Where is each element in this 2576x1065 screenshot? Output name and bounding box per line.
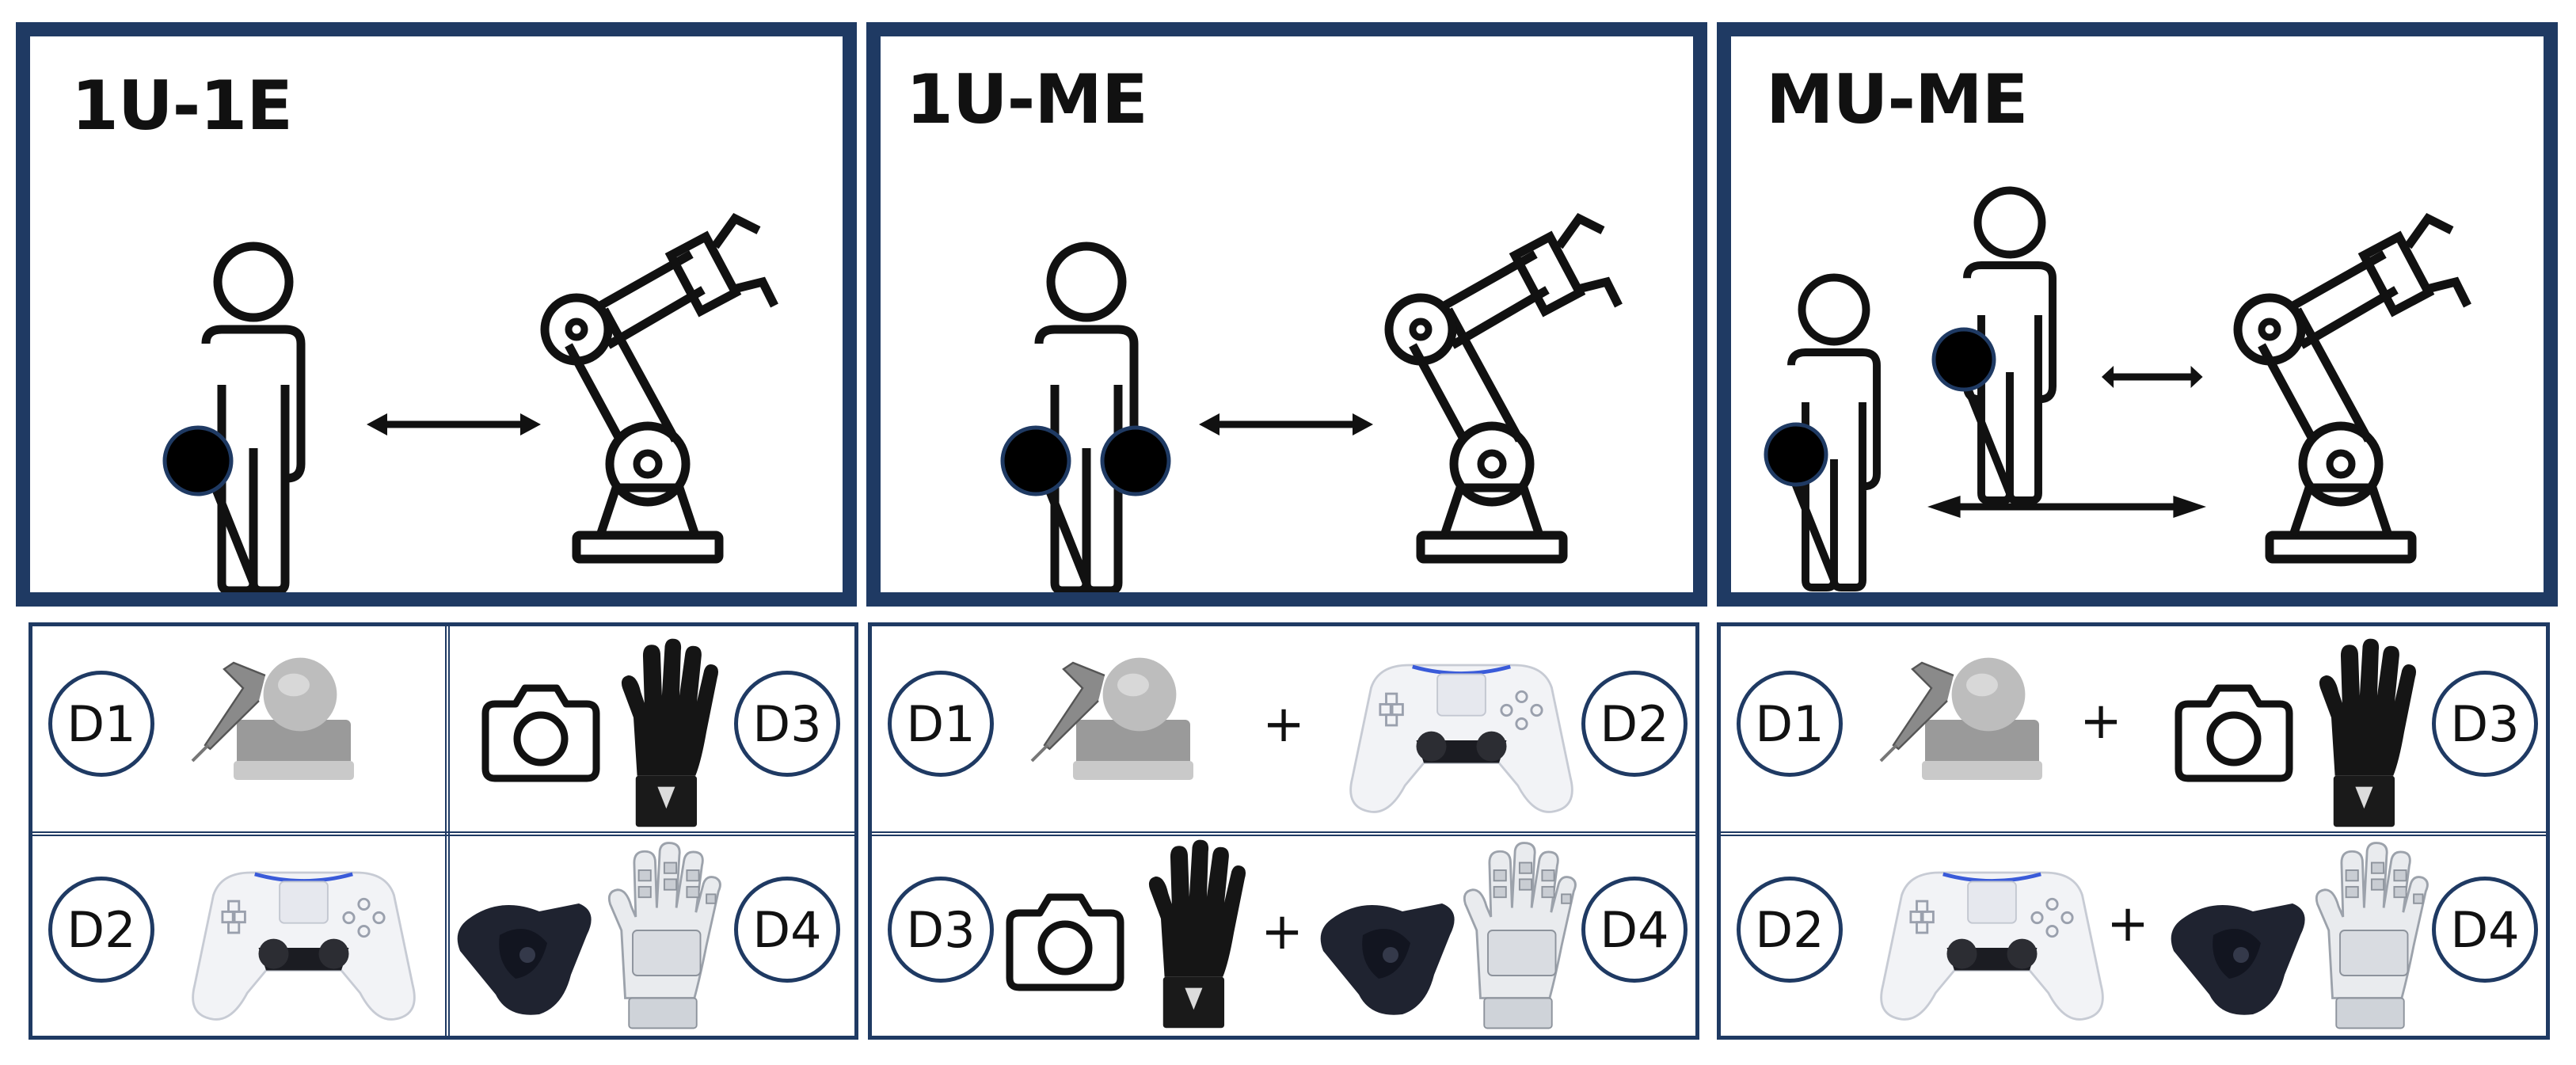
badge-d3: D3 xyxy=(888,877,994,983)
user-icon xyxy=(1039,246,1134,591)
plus-sign: + xyxy=(1261,903,1303,961)
bidirectional-arrow-icon xyxy=(2102,366,2203,388)
haptic-device-icon xyxy=(1022,642,1228,816)
bidirectional-arrow-icon xyxy=(1927,496,2206,518)
badge-d4: D4 xyxy=(734,877,840,983)
game-controller-icon xyxy=(183,850,436,1032)
game-controller-icon xyxy=(1871,850,2125,1032)
scene-1u-1e xyxy=(162,36,843,592)
row-divider xyxy=(872,831,1695,836)
bidirectional-arrow-icon xyxy=(1199,413,1373,436)
device-marker-front xyxy=(1764,422,1828,487)
plus-sign: + xyxy=(1262,695,1305,754)
user-icon xyxy=(206,246,301,591)
column-divider xyxy=(445,626,450,1036)
panel-title: 1U-ME xyxy=(906,60,1148,139)
badge-d3: D3 xyxy=(734,671,840,777)
devices-grid-1u-1e: D1 D3 D2 D4 xyxy=(29,622,858,1040)
camera-icon xyxy=(2171,682,2305,793)
device-marker-back xyxy=(1931,327,1996,392)
badge-d3: D3 xyxy=(2432,671,2538,777)
devices-grid-1u-me: D1 + D2 D3 + D4 xyxy=(868,622,1699,1040)
camera-icon xyxy=(1002,891,1136,1002)
badge-d1: D1 xyxy=(888,671,994,777)
badge-d4: D4 xyxy=(2432,877,2538,983)
data-glove-icon xyxy=(2319,638,2417,827)
robot-arm-icon xyxy=(2238,219,2468,559)
vr-tracker-icon xyxy=(2171,903,2305,1015)
plus-sign: + xyxy=(2079,692,2122,751)
data-glove-icon xyxy=(1148,839,1246,1029)
vr-tracker-icon xyxy=(1320,903,1455,1015)
haptic-device-icon xyxy=(183,642,389,816)
bidirectional-arrow-icon xyxy=(367,413,541,436)
panel-1u-me: 1U-ME xyxy=(866,22,1707,607)
device-marker-right xyxy=(1100,425,1171,496)
camera-icon xyxy=(478,682,612,793)
device-marker-left xyxy=(1000,425,1071,496)
badge-d2: D2 xyxy=(48,877,154,983)
haptic-device-icon xyxy=(1871,642,2077,816)
scene-mu-me xyxy=(1764,36,2544,592)
badge-d2: D2 xyxy=(1737,877,1843,983)
device-marker xyxy=(162,425,234,496)
panel-title: 1U-1E xyxy=(71,67,293,146)
panel-mu-me: MU-ME xyxy=(1717,22,2558,607)
data-glove-icon xyxy=(621,638,719,827)
devices-grid-mu-me: D1 + D3 D2 + D4 xyxy=(1717,622,2550,1040)
badge-d1: D1 xyxy=(48,671,154,777)
robot-arm-icon xyxy=(1389,219,1619,559)
badge-d1: D1 xyxy=(1737,671,1843,777)
panel-title: MU-ME xyxy=(1766,60,2028,139)
badge-d2: D2 xyxy=(1581,671,1688,777)
scene-1u-me xyxy=(1000,36,1693,592)
badge-d4: D4 xyxy=(1581,877,1688,983)
row-divider xyxy=(1721,831,2546,836)
game-controller-icon xyxy=(1341,642,1594,824)
row-divider xyxy=(32,831,854,836)
exoskeleton-glove-icon xyxy=(607,842,721,1029)
panel-1u-1e: 1U-1E xyxy=(16,22,857,607)
exoskeleton-glove-icon xyxy=(2315,842,2429,1029)
robot-arm-icon xyxy=(545,219,774,559)
plus-sign: + xyxy=(2106,895,2149,953)
exoskeleton-glove-icon xyxy=(1463,842,1577,1029)
vr-tracker-icon xyxy=(457,903,592,1015)
